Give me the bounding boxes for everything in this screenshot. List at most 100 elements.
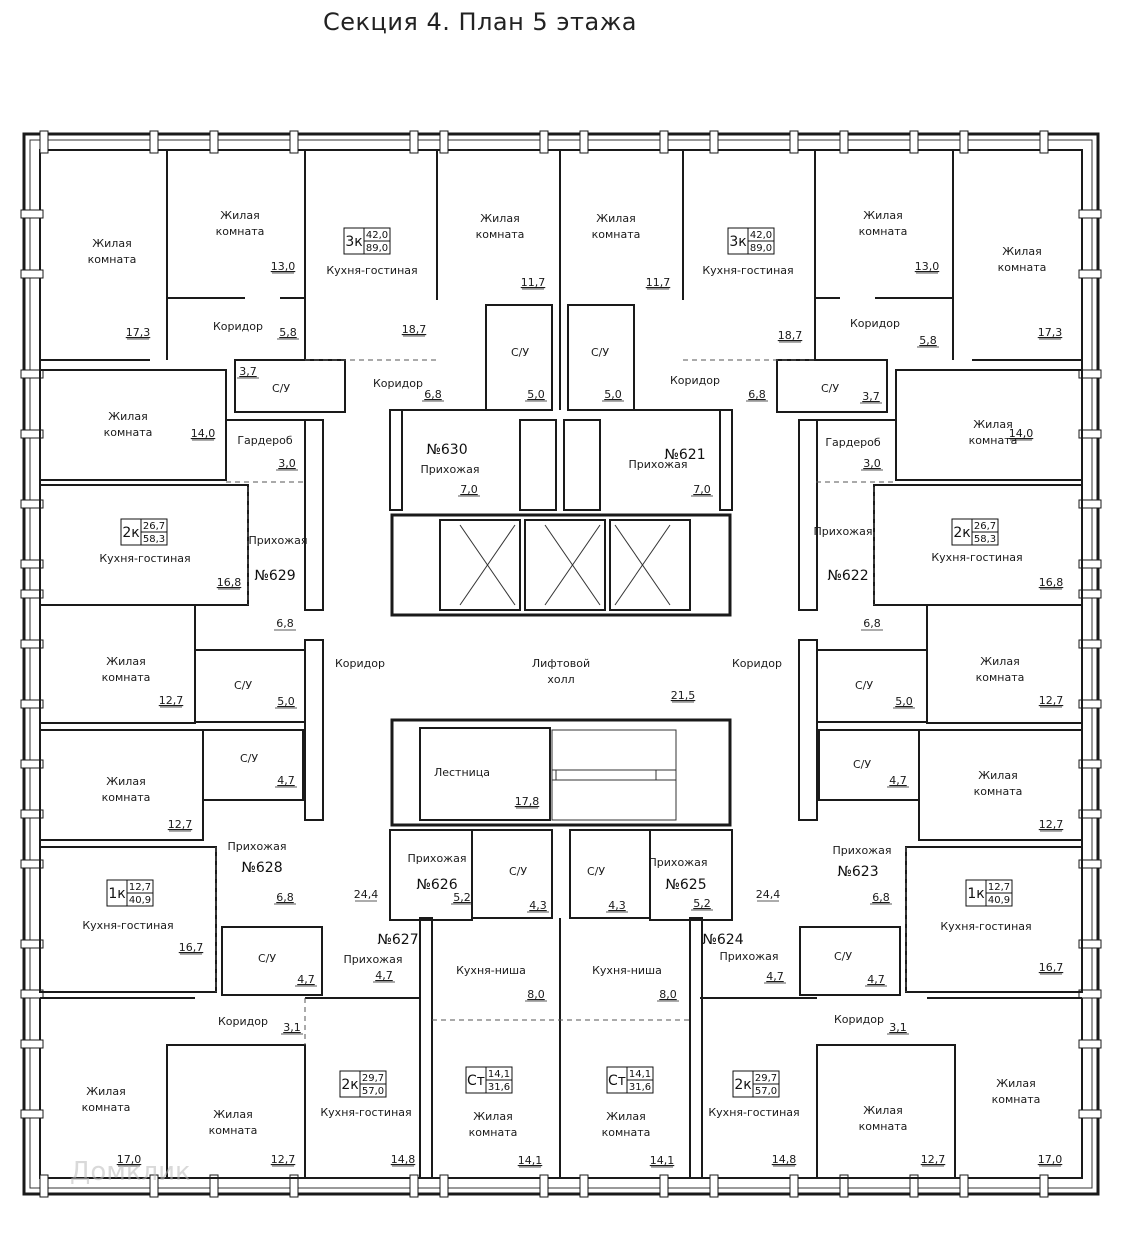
room-name: С/У [855,679,873,692]
room-name: Прихожая [249,534,308,547]
room-name: Коридор [850,317,900,330]
room-area: 13,0 [271,260,296,273]
room-area: 11,7 [521,276,546,289]
badge-total-area: 57,0 [755,1086,777,1097]
room-area: 5,8 [919,334,937,347]
room-area: 5,8 [279,326,297,339]
badge-type: 2к [953,525,970,541]
room-name: С/У [587,865,605,878]
room-area: 5,2 [693,897,711,910]
room-name-line2: комната [859,1120,908,1133]
room-area: 3,0 [278,457,296,470]
room-area: 5,2 [453,891,471,904]
apartment-badge: 3к 42,0 89,0 [727,227,775,255]
room-name: Жилая [1002,245,1041,258]
room-name-line2: комната [88,253,137,266]
room-name: Коридор [670,374,720,387]
apartment-number: №625 [665,877,706,893]
badge-total-area: 89,0 [750,243,772,254]
room-name: Кухня-гостиная [82,919,173,932]
room-name: Прихожая [720,950,779,963]
badge-living-area: 42,0 [750,230,772,241]
room-area: 12,7 [159,694,184,707]
room-area: 17,0 [117,1153,142,1166]
room-name: Прихожая [814,525,873,538]
badge-living-area: 12,7 [129,882,151,893]
room-name: Коридор [218,1015,268,1028]
room-name: Коридор [373,377,423,390]
room-name: Прихожая [649,856,708,869]
badge-total-area: 40,9 [129,895,151,906]
badge-type: 2к [122,525,139,541]
room-area: 6,8 [276,891,294,904]
room-area: 3,0 [863,457,881,470]
badge-type: Ст [608,1073,626,1089]
room-area: 14,8 [391,1153,416,1166]
room-name-line2: комната [974,785,1023,798]
room-area: 4,7 [297,973,315,986]
room-area: 16,7 [179,941,204,954]
watermark: Домклик [70,1157,191,1187]
room-area: 21,5 [671,689,696,702]
room-name-line2: комната [82,1101,131,1114]
room-name: Кухня-гостиная [99,552,190,565]
badge-living-area: 26,7 [143,521,165,532]
room-name: Жилая [973,418,1012,431]
room-area: 6,8 [872,891,890,904]
badge-type: 3к [345,234,362,250]
window-markers [20,130,1102,1198]
room-name: Прихожая [833,844,892,857]
room-name-line2: холл [547,673,574,686]
room-area: 6,8 [748,388,766,401]
apartment-number: №627 [377,932,418,948]
badge-type: 1к [967,886,984,902]
room-area: 5,0 [277,695,295,708]
room-area: 24,4 [354,888,379,901]
room-name: Жилая [480,212,519,225]
room-area: 12,7 [168,818,193,831]
badge-living-area: 29,7 [755,1073,777,1084]
room-area: 3,7 [239,365,257,378]
badge-total-area: 31,6 [629,1082,651,1093]
room-name-line2: комната [102,791,151,804]
room-area: 17,3 [126,326,151,339]
room-area: 14,8 [772,1153,797,1166]
room-name: Кухня-гостиная [931,551,1022,564]
badge-type: 2к [341,1077,358,1093]
room-name: С/У [272,382,290,395]
room-name: Гардероб [825,436,881,449]
room-area: 18,7 [402,323,427,336]
room-area: 13,0 [915,260,940,273]
badge-living-area: 14,1 [488,1069,510,1080]
room-area: 12,7 [1039,818,1064,831]
room-name: Гардероб [237,434,293,447]
room-area: 18,7 [778,329,803,342]
room-area: 4,7 [889,774,907,787]
badge-type: 3к [729,234,746,250]
room-area: 4,7 [867,973,885,986]
room-area: 4,7 [766,970,784,983]
room-area: 7,0 [693,483,711,496]
room-area: 6,8 [276,617,294,630]
room-name: Жилая [220,209,259,222]
room-name: С/У [511,346,529,359]
room-name: Жилая [108,410,147,423]
room-area: 14,1 [518,1154,543,1167]
room-area: 4,3 [608,899,626,912]
room-name: Жилая [106,655,145,668]
room-area: 3,7 [862,390,880,403]
room-area: 8,0 [527,988,545,1001]
room-name: Прихожая [228,840,287,853]
room-area: 8,0 [659,988,677,1001]
